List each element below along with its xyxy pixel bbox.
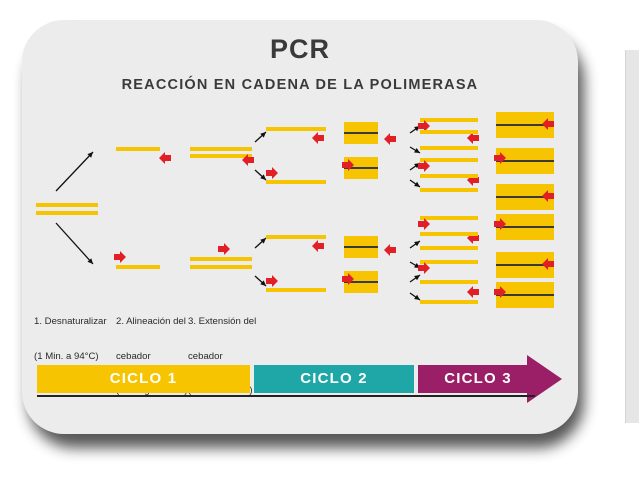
step-3-line1: 3. Extensión del: [188, 316, 257, 327]
cycle-2-segment: [254, 365, 414, 393]
flow-arrow-line: [55, 222, 94, 265]
primer-arrow: [342, 273, 354, 285]
pcr-infographic-card: PCR REACCIÓN EN CADENA DE LA POLIMERASA …: [22, 20, 578, 434]
dna-strand: [420, 174, 478, 178]
dna-strand: [420, 118, 478, 122]
flow-arrow-head: [87, 258, 93, 264]
step-1-line1: 1. Desnaturalizar: [34, 316, 107, 327]
dna-strand: [420, 300, 478, 304]
primer-arrow: [384, 133, 396, 145]
dna-strand: [420, 246, 478, 250]
primer-arrow: [418, 160, 430, 172]
primer-arrow: [494, 286, 506, 298]
flow-arrow-head: [260, 280, 266, 286]
dna-product-divider: [496, 160, 554, 162]
flow-arrow-head: [414, 181, 420, 187]
dna-strand: [190, 147, 252, 151]
dna-strand: [116, 265, 160, 269]
dna-strand: [420, 158, 478, 162]
primer-arrow: [467, 132, 479, 144]
cycle-3-segment: [418, 355, 562, 403]
pcr-diagram: [36, 112, 554, 308]
cycle-3-label: CICLO 3: [444, 370, 512, 387]
dna-product-divider: [496, 124, 554, 126]
flow-arrow-head: [414, 147, 420, 153]
dna-strand: [420, 146, 478, 150]
primer-arrow: [418, 262, 430, 274]
flow-arrow-head: [414, 241, 420, 247]
primer-arrow: [418, 218, 430, 230]
dna-product-divider: [496, 226, 554, 228]
dna-strand: [190, 257, 252, 261]
cycle-1-segment: [37, 365, 250, 393]
flow-arrow-head: [414, 294, 420, 300]
primer-arrow: [542, 118, 554, 130]
primer-arrow: [418, 120, 430, 132]
flow-arrow-line: [55, 151, 94, 192]
infographic-title: PCR: [269, 34, 330, 64]
flow-arrow-head: [260, 238, 266, 244]
dna-strand: [36, 203, 98, 207]
primer-arrow: [467, 286, 479, 298]
primer-arrow: [312, 240, 324, 252]
dna-product-divider: [496, 294, 554, 296]
primer-arrow: [218, 243, 230, 255]
flow-arrow-head: [260, 132, 266, 138]
dna-strand: [420, 232, 478, 236]
side-panel: [625, 50, 639, 423]
dna-strand: [266, 180, 326, 184]
step-2-line2: cebador: [116, 350, 151, 362]
dna-strand: [420, 130, 478, 134]
cycle-arrow-baseline: [37, 395, 535, 397]
primer-arrow: [266, 275, 278, 287]
dna-strand: [266, 235, 326, 239]
dna-strand: [420, 260, 478, 264]
primer-arrow: [242, 154, 254, 166]
primer-arrow: [542, 190, 554, 202]
cycle-arrow: [37, 355, 562, 403]
flow-arrow-head: [87, 152, 93, 158]
infographic-subtitle: REACCIÓN EN CADENA DE LA POLIMERASA: [121, 77, 479, 93]
primer-arrow: [312, 132, 324, 144]
dna-strand: [420, 188, 478, 192]
step-3-line2: cebador: [188, 350, 223, 362]
dna-strand: [266, 127, 326, 131]
primer-arrow: [384, 244, 396, 256]
dna-strand: [190, 154, 252, 158]
step-1-label: 1. Desnaturalizar (1 Min. a 94°C): [34, 293, 107, 408]
dna-strand: [266, 288, 326, 292]
primer-arrow: [542, 258, 554, 270]
dna-strand: [36, 211, 98, 215]
flow-arrow-head: [414, 275, 420, 281]
primer-arrow: [494, 218, 506, 230]
primer-arrow: [159, 152, 171, 164]
dna-strand: [420, 216, 478, 220]
step-2-line1: 2. Alineación del: [116, 316, 186, 327]
dna-product-divider: [344, 246, 378, 248]
cycle-1-label: CICLO 1: [109, 370, 178, 387]
dna-product-divider: [344, 132, 378, 134]
dna-product-divider: [496, 264, 554, 266]
dna-product-divider: [344, 281, 378, 283]
primer-arrow: [266, 167, 278, 179]
dna-strand: [116, 147, 160, 151]
cycle-2-label: CICLO 2: [300, 370, 368, 387]
step-1-line2: (1 Min. a 94°C): [34, 350, 99, 362]
dna-product-divider: [496, 196, 554, 198]
primer-arrow: [114, 251, 126, 263]
flow-arrow-head: [260, 174, 266, 180]
dna-strand: [420, 280, 478, 284]
dna-product-divider: [344, 167, 378, 169]
primer-arrow: [494, 152, 506, 164]
primer-arrow: [342, 159, 354, 171]
dna-strand: [190, 265, 252, 269]
